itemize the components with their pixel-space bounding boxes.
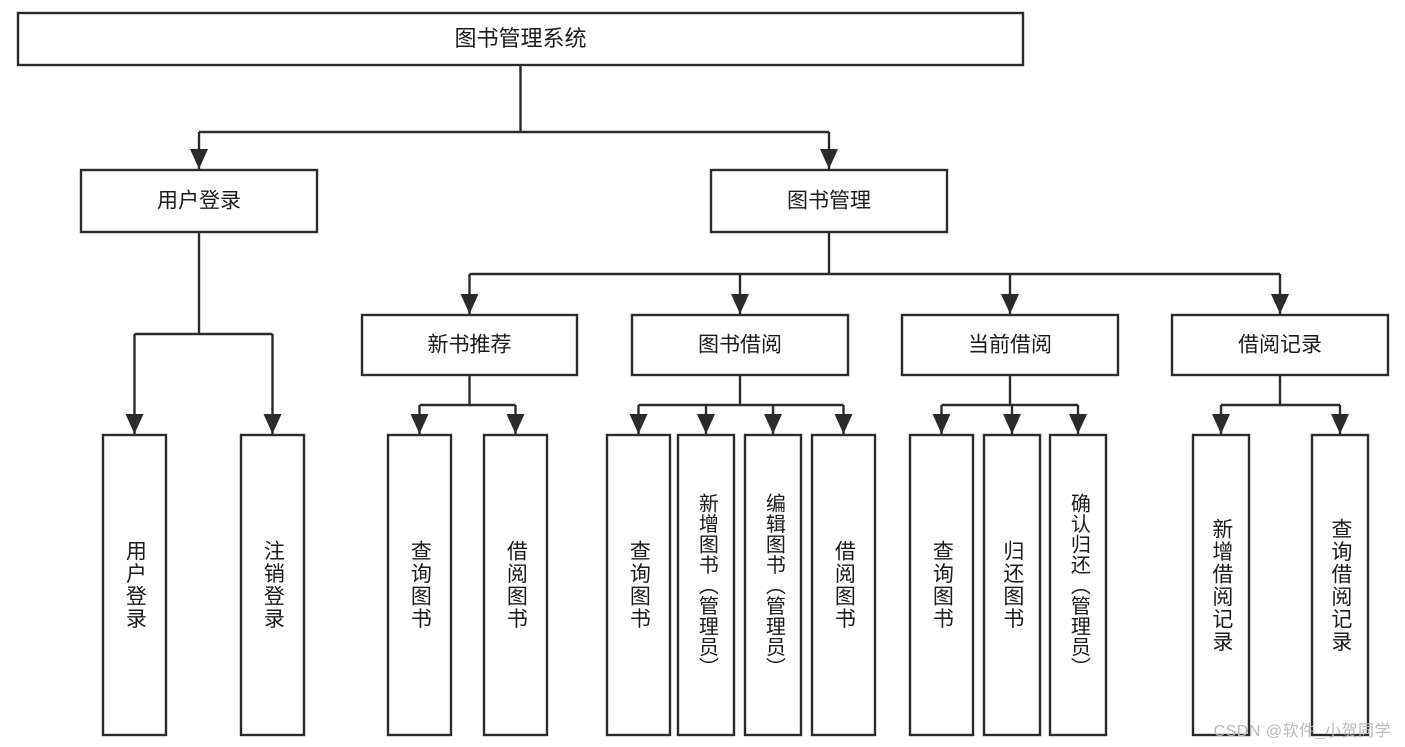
node-label-root: 图书管理系统 (454, 26, 586, 51)
csdn-watermark: CSDN @软件_小贺同学 (1213, 723, 1391, 740)
node-box-new-book-rec[interactable] (360, 313, 579, 377)
node-box-root[interactable] (16, 11, 1025, 67)
node-label-book-manage: 图书管理 (787, 190, 871, 213)
arrow-head-icon-borrow-record-1 (1331, 414, 1349, 434)
arrow-head-icon-book-borrow-3 (834, 414, 853, 434)
node-box-leaf-rec-query[interactable] (386, 433, 453, 737)
node-box-book-manage[interactable] (709, 168, 949, 234)
node-box-borrow-record[interactable] (1170, 313, 1390, 377)
node-box-leaf-borrow-query[interactable] (605, 433, 672, 737)
node-box-leaf-cur-confirm[interactable] (1048, 433, 1108, 737)
node-box-leaf-rec-borrow[interactable] (482, 433, 549, 737)
node-label-user-login: 用户登录 (157, 190, 241, 213)
arrow-head-icon-current-borrow-1 (1003, 414, 1021, 434)
connector-lines (125, 65, 1349, 434)
node-boxes (16, 11, 1390, 737)
node-box-leaf-borrow-do[interactable] (810, 433, 877, 737)
arrow-head-icon-current-borrow-2 (1069, 414, 1087, 434)
node-box-leaf-borrow-edit[interactable] (743, 433, 803, 737)
node-label-new-book-rec: 新书推荐 (428, 334, 512, 357)
arrow-head-icon-user-login-1 (263, 414, 282, 434)
arrow-head-icon-user-login-0 (125, 414, 144, 434)
node-box-user-login[interactable] (79, 168, 319, 234)
node-box-leaf-user-logout[interactable] (239, 433, 306, 737)
node-box-leaf-user-login[interactable] (101, 433, 168, 737)
arrow-head-icon-borrow-record-0 (1212, 414, 1230, 434)
arrow-head-icon-new-book-rec-0 (410, 414, 429, 434)
node-label-book-borrow: 图书借阅 (698, 334, 782, 357)
arrow-head-icon-book-borrow-0 (629, 414, 648, 434)
node-box-leaf-cur-query[interactable] (908, 433, 975, 737)
node-box-current-borrow[interactable] (900, 313, 1120, 377)
arrow-head-icon-root-0 (190, 149, 208, 169)
arrow-head-icon-book-manage-0 (460, 294, 479, 314)
node-box-leaf-rec-add[interactable] (1191, 433, 1251, 737)
arrow-head-icon-current-borrow-0 (932, 414, 951, 434)
arrow-head-icon-new-book-rec-1 (506, 414, 525, 434)
node-label-current-borrow: 当前借阅 (968, 334, 1052, 357)
arrow-head-icon-book-borrow-1 (697, 414, 715, 434)
node-box-leaf-rec-search[interactable] (1310, 433, 1370, 737)
node-label-borrow-record: 借阅记录 (1238, 334, 1322, 357)
node-box-leaf-cur-return[interactable] (982, 433, 1042, 737)
arrow-head-icon-book-manage-3 (1271, 294, 1289, 314)
arrow-head-icon-book-borrow-2 (764, 414, 782, 434)
arrow-head-icon-book-manage-1 (731, 294, 749, 314)
node-box-leaf-borrow-add[interactable] (676, 433, 736, 737)
arrow-head-icon-book-manage-2 (1001, 294, 1019, 314)
arrow-head-icon-root-1 (820, 149, 838, 169)
node-box-book-borrow[interactable] (630, 313, 850, 377)
